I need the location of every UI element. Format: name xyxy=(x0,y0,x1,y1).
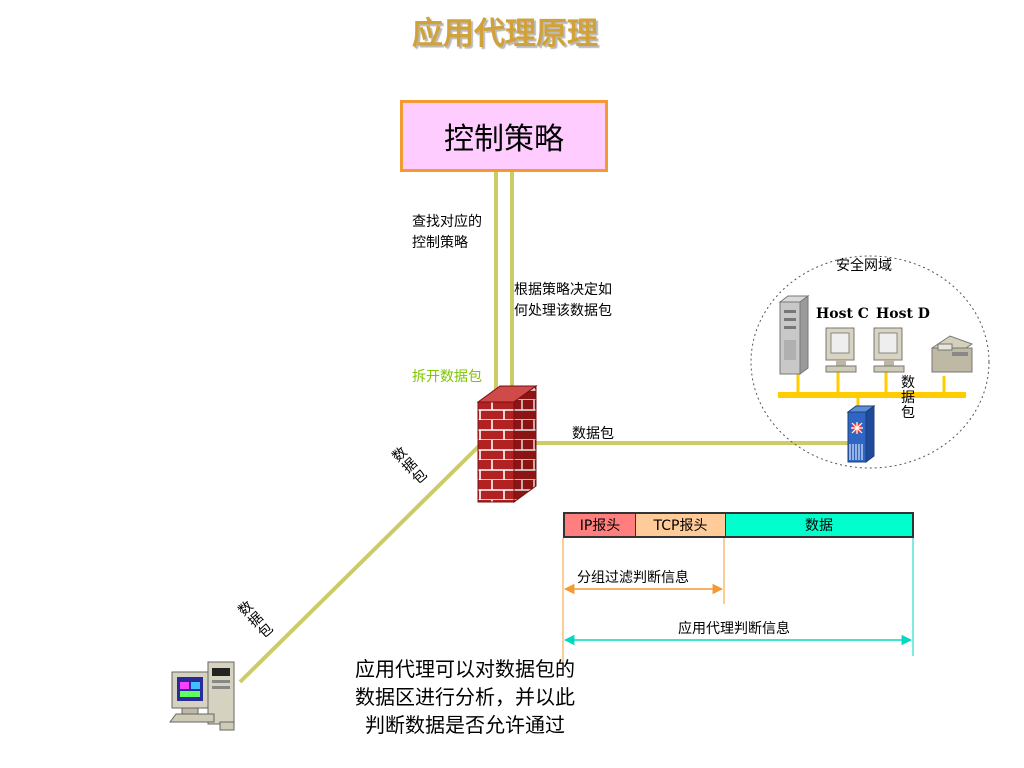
packet-filter-info-label: 分组过滤判断信息 xyxy=(577,570,689,586)
host-c-computer-icon xyxy=(825,327,857,373)
host-c-label: Host C xyxy=(816,306,869,322)
client-computer-icon xyxy=(169,661,235,731)
page-title: 应用代理原理 xyxy=(412,16,598,52)
data-segment: 数据 xyxy=(725,512,914,538)
unpack-packet-label: 拆开数据包 xyxy=(412,369,482,385)
host-d-computer-icon xyxy=(873,327,905,373)
switch-icon xyxy=(846,405,876,463)
control-policy-label: 控制策略 xyxy=(444,122,564,157)
ip-header-segment: IP报头 xyxy=(563,512,635,538)
packet-label-right: 数据包 xyxy=(572,426,614,442)
packet-label-secure-zone: 数据包 xyxy=(901,375,915,421)
printer-icon xyxy=(930,335,974,373)
bus-drops xyxy=(796,372,946,408)
tcp-header-segment: TCP报头 xyxy=(635,512,725,538)
secure-zone-boundary xyxy=(750,255,990,469)
control-policy-box: 控制策略 xyxy=(400,100,608,172)
app-proxy-info-label: 应用代理判断信息 xyxy=(678,621,790,637)
client-to-firewall-link xyxy=(238,443,482,684)
firewall-icon xyxy=(476,385,538,503)
policy-link-lines xyxy=(494,172,514,396)
decide-handling-label: 根据策略决定如 何处理该数据包 xyxy=(514,282,612,319)
host-d-label: Host D xyxy=(876,306,930,322)
secure-zone-title: 安全网域 xyxy=(836,258,892,274)
packet-structure-guides xyxy=(562,538,914,668)
server-icon xyxy=(778,295,810,375)
lookup-policy-label: 查找对应的 控制策略 xyxy=(412,214,482,251)
explanation-caption: 应用代理可以对数据包的 数据区进行分析，并以此 判断数据是否允许通过 xyxy=(355,657,575,737)
